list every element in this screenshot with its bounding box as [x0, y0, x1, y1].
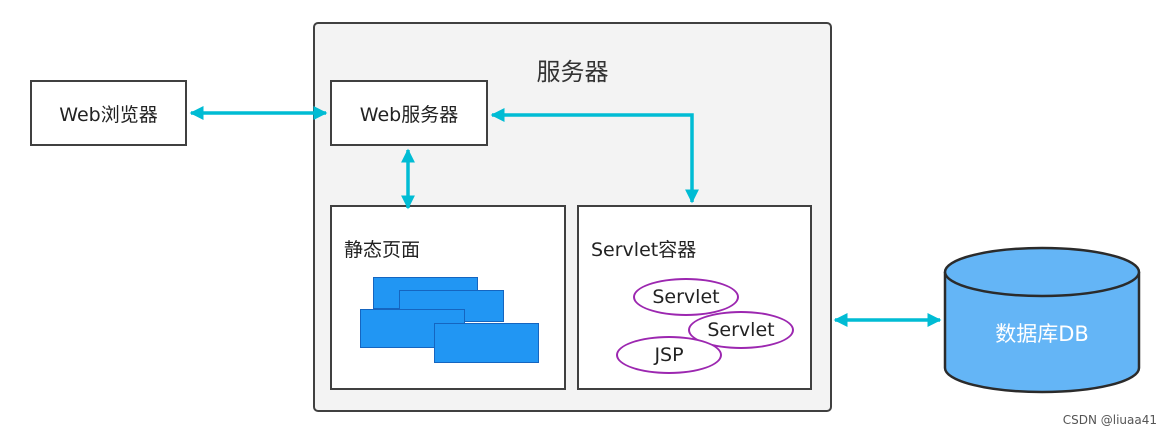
- servlet-component: Servlet: [633, 278, 739, 316]
- browser-node: Web浏览器: [30, 80, 187, 146]
- web-server-label: Web服务器: [359, 103, 459, 126]
- servlet-container-label: Servlet容器: [591, 239, 697, 261]
- web-server-node: Web服务器: [330, 80, 488, 146]
- database-label: 数据库DB: [995, 322, 1089, 346]
- server-title: 服务器: [536, 58, 609, 86]
- browser-label: Web浏览器: [59, 103, 158, 126]
- static-pages-label: 静态页面: [344, 239, 421, 261]
- watermark: CSDN @liuaa41: [1062, 413, 1157, 427]
- jsp-component: JSP: [616, 336, 722, 374]
- page-icon: [434, 323, 539, 363]
